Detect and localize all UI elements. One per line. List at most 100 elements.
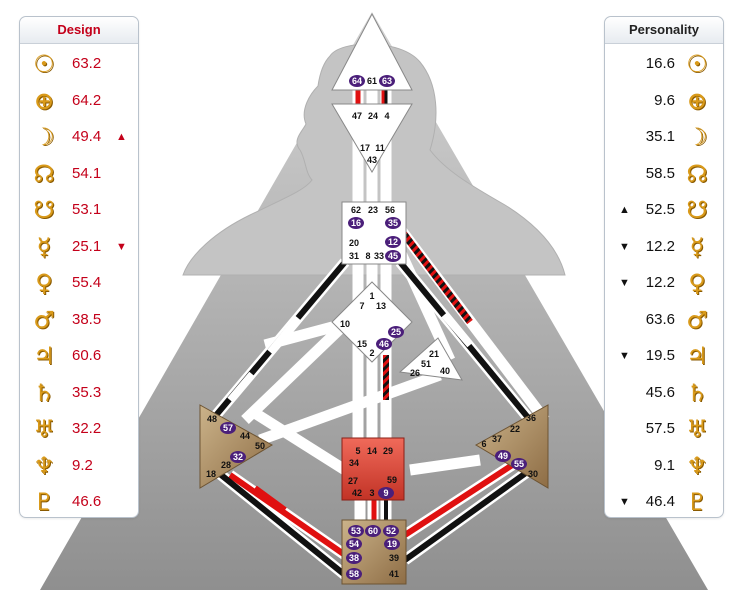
design-value: 54.1	[72, 164, 102, 182]
gate-number: 5	[355, 446, 360, 456]
gate-number: 17	[360, 143, 370, 153]
gate-63: 63	[379, 75, 395, 87]
moon-icon: ☽	[33, 123, 55, 151]
gate-number: 14	[367, 446, 377, 456]
gate-26: 26	[410, 368, 420, 378]
personality-value: 46.4	[645, 493, 675, 510]
mars-icon: ♂	[33, 305, 55, 334]
gate-number: 34	[349, 458, 359, 468]
gate-4: 4	[384, 111, 389, 121]
gate-21: 21	[429, 349, 439, 359]
gate-1: 1	[369, 291, 374, 301]
gate-64: 64	[349, 75, 365, 87]
gate-number: 3	[369, 488, 374, 498]
personality-value: 63.6	[645, 310, 675, 328]
gate-number: 59	[387, 475, 397, 485]
gate-35: 35	[385, 217, 401, 229]
gate-highlight-marker	[378, 487, 394, 499]
detriment-arrow-icon: ▼	[619, 240, 630, 253]
gate-16: 16	[348, 217, 364, 229]
gate-number: 24	[368, 111, 378, 121]
gate-32: 32	[230, 451, 246, 463]
gate-highlight-marker	[388, 326, 404, 338]
gate-number: 36	[526, 413, 536, 423]
gate-37: 37	[492, 434, 502, 444]
venus-icon: ♀	[688, 269, 706, 297]
gate-46: 46	[376, 338, 392, 350]
gate-50: 50	[255, 441, 265, 451]
design-panel-title: Design	[20, 17, 138, 44]
gate-number: 49	[498, 451, 508, 461]
personality-value: 58.5	[645, 164, 675, 182]
personality-row-jupiter: ♃19.5▼	[605, 342, 723, 376]
gate-2: 2	[369, 348, 374, 358]
gate-36: 36	[526, 413, 536, 423]
gate-number: 15	[357, 339, 367, 349]
gate-12: 12	[385, 236, 401, 248]
gate-highlight-marker	[383, 525, 399, 537]
gate-28: 28	[221, 460, 231, 470]
sun-icon: ☉	[33, 50, 55, 78]
gate-40: 40	[440, 366, 450, 376]
gate-highlight-marker	[376, 338, 392, 350]
gate-number: 8	[365, 251, 370, 261]
gate-number: 21	[429, 349, 439, 359]
gate-number: 25	[391, 327, 401, 337]
venus-icon: ♀	[35, 269, 53, 297]
gate-number: 16	[351, 218, 361, 228]
gate-highlight-marker	[220, 422, 236, 434]
gate-number: 7	[359, 301, 364, 311]
sun-icon: ☉	[686, 50, 708, 78]
saturn-icon: ♄	[686, 378, 708, 407]
design-row-mercury: ☿25.1▼	[20, 233, 138, 267]
gate-number: 11	[375, 143, 385, 153]
uranus-icon: ♅	[33, 415, 55, 443]
gate-41: 41	[389, 569, 399, 579]
gate-20: 20	[349, 238, 359, 248]
design-row-jupiter: ♃60.6	[20, 342, 138, 376]
gate-number: 32	[233, 452, 243, 462]
gate-number: 55	[514, 459, 524, 469]
north-node-icon: ☊	[686, 159, 708, 188]
gate-44: 44	[240, 431, 250, 441]
personality-row-pluto: ♇46.4▼	[605, 488, 723, 522]
moon-icon: ☽	[686, 123, 708, 151]
gate-highlight-marker	[495, 450, 511, 462]
gate-10: 10	[340, 319, 350, 329]
gate-54: 54	[346, 538, 362, 550]
detriment-arrow-icon: ▼	[116, 240, 127, 253]
heart-center	[398, 337, 463, 381]
personality-row-south-node: ☋52.5▲	[605, 196, 723, 230]
gate-highlight-marker	[384, 538, 400, 550]
gate-24: 24	[368, 111, 378, 121]
personality-panel: Personality ☉16.6⊕9.6☽35.1☊58.5☋52.5▲☿12…	[604, 16, 724, 518]
activated-segments	[209, 90, 533, 578]
gate-number: 38	[349, 553, 359, 563]
design-value: 60.6	[72, 347, 102, 364]
personality-value: 12.2	[645, 274, 675, 291]
gate-number: 31	[349, 251, 359, 261]
personality-value: 52.5	[645, 201, 675, 218]
gate-39: 39	[389, 553, 399, 563]
gate-17: 17	[360, 143, 370, 153]
gate-number: 60	[368, 526, 378, 536]
gate-53: 53	[348, 525, 364, 537]
earth-icon: ⊕	[33, 86, 55, 115]
gate-number: 2	[369, 348, 374, 358]
gate-number: 23	[368, 205, 378, 215]
gate-highlight-marker	[385, 236, 401, 248]
gate-27: 27	[348, 476, 358, 486]
gate-number: 12	[388, 237, 398, 247]
gate-49: 49	[495, 450, 511, 462]
gate-25: 25	[388, 326, 404, 338]
gate-number: 10	[340, 319, 350, 329]
gate-highlight-marker	[348, 525, 364, 537]
gate-number: 54	[349, 539, 359, 549]
design-panel: Design ☉63.2⊕64.2☽49.4▲☊54.1☋53.1☿25.1▼♀…	[19, 16, 139, 518]
gate-highlight-marker	[348, 217, 364, 229]
design-row-uranus: ♅32.2	[20, 415, 138, 449]
personality-row-moon: ☽35.1	[605, 123, 723, 157]
design-value: 38.5	[72, 310, 102, 328]
gate-60: 60	[365, 525, 381, 537]
gate-number: 18	[206, 469, 216, 479]
